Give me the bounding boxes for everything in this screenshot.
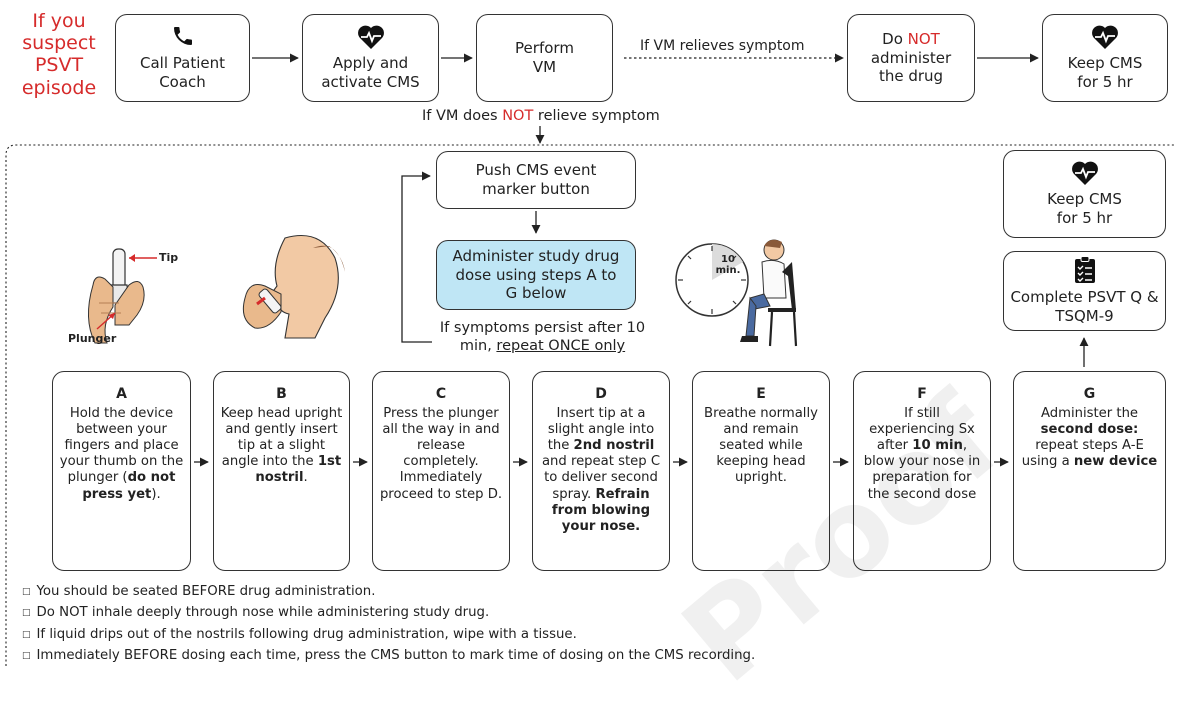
- step-c-text: Press the plunger all the way in and rel…: [379, 406, 503, 502]
- step-letter: C: [435, 386, 447, 402]
- complete-psvt-box: Complete PSVT Q & TSQM-9: [1003, 251, 1166, 331]
- persist-pre: If symptoms persist after 10 min,: [439, 320, 646, 355]
- text-part: and repeat step C to deliver second spra…: [541, 454, 661, 502]
- do-not-pre: Do: [882, 29, 908, 48]
- text-part-bold: 1st nostril: [255, 454, 342, 486]
- vm-not-emphasis: NOT: [502, 108, 534, 124]
- trigger-label: If you suspect PSVT episode: [21, 10, 97, 99]
- do-not-administer-box: Do NOT administer the drug: [847, 14, 975, 102]
- step-a-box: A Hold the device between your fingers an…: [52, 371, 191, 571]
- text-part: repeat steps A-E using a: [1021, 438, 1144, 470]
- step-a-text: Hold the device between your fingers and…: [60, 406, 183, 501]
- do-not-post: administer the drug: [870, 48, 952, 86]
- complete-psvt-text: Complete PSVT Q & TSQM-9: [1010, 288, 1159, 325]
- step-letter: F: [917, 386, 927, 402]
- repeat-loop-arrow: [401, 171, 432, 343]
- notes-list: You should be seated BEFORE drug adminis…: [22, 582, 756, 668]
- heart-monitor-icon: [357, 25, 384, 50]
- text-part: If still experiencing Sx after: [869, 406, 975, 454]
- do-not-emphasis: NOT: [907, 29, 940, 48]
- apply-cms-text: Apply and activate CMS: [321, 54, 420, 91]
- step-e-box: E Breathe normally and remain seated whil…: [692, 371, 830, 571]
- connectors: [5, 53, 1174, 666]
- text-part: .: [303, 470, 308, 486]
- text-part: Hold the device between your fingers and…: [59, 406, 184, 486]
- text-part: ).: [151, 486, 161, 502]
- perform-vm-text: Perform VM: [515, 39, 574, 76]
- step-letter: E: [756, 386, 766, 402]
- keep-cms-right-text: Keep CMS for 5 hr: [1047, 190, 1122, 227]
- text-part-bold: Refrain from blowing your nose.: [551, 486, 651, 534]
- persist-text: If symptoms persist after 10 min, repeat…: [435, 319, 650, 355]
- vm-not-post: relieve symptom: [533, 108, 660, 124]
- persist-link: repeat ONCE only: [496, 338, 626, 355]
- text-part: , blow your nose in preparation for the …: [863, 438, 981, 502]
- step-letter: A: [116, 386, 127, 402]
- heart-monitor-icon: [1071, 161, 1098, 186]
- keep-cms-right-box: Keep CMS for 5 hr: [1003, 150, 1166, 238]
- step-letter: D: [595, 386, 607, 402]
- person-inserting-device-illustration: [242, 234, 345, 339]
- dotted-region-border: [5, 144, 1174, 666]
- plunger-label: Plunger: [68, 332, 117, 345]
- text-part-bold: second dose:: [1040, 422, 1139, 438]
- vm-not-relieve-label: If VM does NOT relieve symptom: [422, 108, 660, 124]
- push-marker-box: Push CMS event marker button: [436, 151, 636, 209]
- heart-monitor-icon: [1092, 25, 1118, 50]
- step-g-box: G Administer the second dose: repeat step…: [1013, 371, 1166, 571]
- call-patient-coach-text: Call Patient Coach: [140, 54, 225, 91]
- perform-vm-box: Perform VM: [476, 14, 613, 102]
- step-d-box: D Insert tip at a slight angle into the 2…: [532, 371, 670, 571]
- step-g-text: Administer the second dose: repeat steps…: [1022, 406, 1157, 469]
- nasal-device-hand-illustration: [88, 248, 157, 344]
- phone-icon: [173, 27, 192, 46]
- push-marker-text: Push CMS event marker button: [475, 161, 597, 198]
- step-b-box: B Keep head upright and gently insert tip…: [213, 371, 350, 571]
- keep-cms-top-text: Keep CMS for 5 hr: [1067, 54, 1143, 91]
- text-part: Keep head upright and gently insert tip …: [220, 406, 343, 470]
- step-f-box: F If still experiencing Sx after 10 min, …: [853, 371, 991, 571]
- note-item: You should be seated BEFORE drug adminis…: [22, 582, 755, 603]
- vm-not-pre: If VM does: [422, 108, 503, 124]
- do-not-administer-text: Do NOT administer the drug: [861, 30, 961, 86]
- step-c-box: C Press the plunger all the way in and re…: [372, 371, 510, 571]
- timer-10-min-icon: [675, 243, 749, 317]
- text-part-bold: do not press yet: [82, 470, 176, 502]
- note-item: Immediately BEFORE dosing each time, pre…: [22, 646, 756, 667]
- text-part: Administer the: [1040, 406, 1139, 422]
- seated-person-illustration: [740, 239, 798, 347]
- tip-label: Tip: [159, 251, 179, 264]
- text-part-bold: new device: [1073, 454, 1158, 470]
- step-f-text: If still experiencing Sx after 10 min, b…: [864, 406, 981, 501]
- note-item: If liquid drips out of the nostrils foll…: [22, 625, 755, 646]
- text-part-bold: 10 min: [912, 438, 963, 454]
- clipboard-icon: [1074, 256, 1095, 284]
- vm-relieves-label: If VM relieves symptom: [640, 38, 805, 54]
- note-item: Do NOT inhale deeply through nose while …: [22, 603, 755, 624]
- keep-cms-top-box: Keep CMS for 5 hr: [1042, 14, 1168, 102]
- call-patient-coach-box: Call Patient Coach: [115, 14, 250, 102]
- step-letter: B: [276, 386, 287, 402]
- administer-text: Administer study drug dose using steps A…: [452, 246, 620, 303]
- text-part-bold: 2nd nostril: [573, 438, 655, 454]
- apply-cms-box: Apply and activate CMS: [302, 14, 439, 102]
- step-d-text: Insert tip at a slight angle into the 2n…: [542, 406, 660, 534]
- step-e-text: Breathe normally and remain seated while…: [704, 406, 818, 486]
- step-letter: G: [1083, 386, 1096, 402]
- text-part: Insert tip at a slight angle into the: [547, 406, 655, 454]
- timer-label: 10 min.: [715, 254, 741, 276]
- administer-box: Administer study drug dose using steps A…: [436, 240, 636, 310]
- step-b-text: Keep head upright and gently insert tip …: [221, 406, 343, 485]
